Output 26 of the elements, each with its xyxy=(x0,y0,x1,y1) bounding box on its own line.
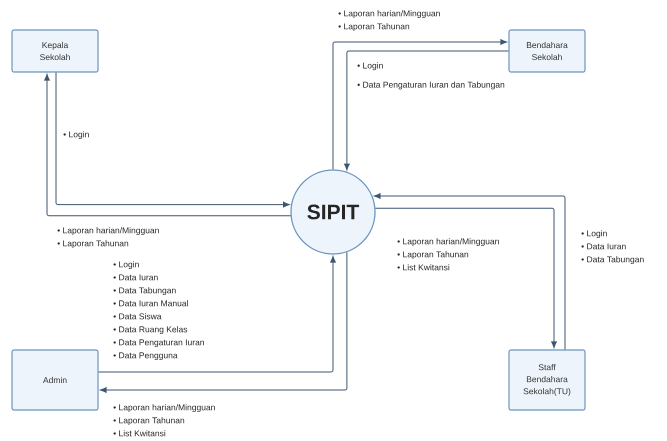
edge-label: • Data Tabungan xyxy=(114,287,176,296)
edge-label: • Laporan harian/Mingguan • Laporan Tahunan xyxy=(338,10,440,32)
edge-label: • Login • Data Iuran • Data Tabungan • Data Iuran Manual • Data Siswa • Data Ruang Kelas • Data Pengaturan Iuran • Data Pengguna xyxy=(114,261,204,360)
entity-box: Kepala Sekolah xyxy=(11,29,99,73)
arrow xyxy=(332,39,507,170)
edge-label: • Login xyxy=(64,131,89,140)
entity-box: Staff Bendahara Sekolah(TU) xyxy=(508,349,586,411)
edge-label: • Data Pengaturan Iuran xyxy=(114,339,204,348)
entity-box: Admin xyxy=(11,349,99,411)
arrow xyxy=(100,252,348,393)
edge-label: • Data Pengguna xyxy=(114,352,178,360)
edge-label: • Data Iuran xyxy=(114,274,158,280)
edge-label: • Laporan harian/Mingguan • Laporan Tahunan xyxy=(58,227,159,248)
edge-label: • Data Ruang Kelas xyxy=(114,326,188,334)
edge-label: • Laporan harian/Mingguan • Laporan Tahunan • List Kwitansi xyxy=(398,238,499,270)
edge-label: • Laporan harian/Mingguan • Laporan Tahunan • List Kwitansi xyxy=(114,404,215,436)
edge-label: • Login • Data Pengaturan Iuran dan Tabungan xyxy=(358,62,504,90)
arrow xyxy=(98,256,336,372)
edge-label: • Login xyxy=(114,261,139,270)
entity-box: Bendahara Sekolah xyxy=(508,29,586,73)
edge-label: • Data Iuran Manual xyxy=(114,300,188,306)
arrow xyxy=(344,50,509,170)
arrow xyxy=(374,193,566,350)
edge-label: • Data Siswa xyxy=(114,313,162,320)
arrow xyxy=(375,208,557,348)
edge-label: • Login • Data Iuran • Data Tabungan xyxy=(582,230,644,264)
